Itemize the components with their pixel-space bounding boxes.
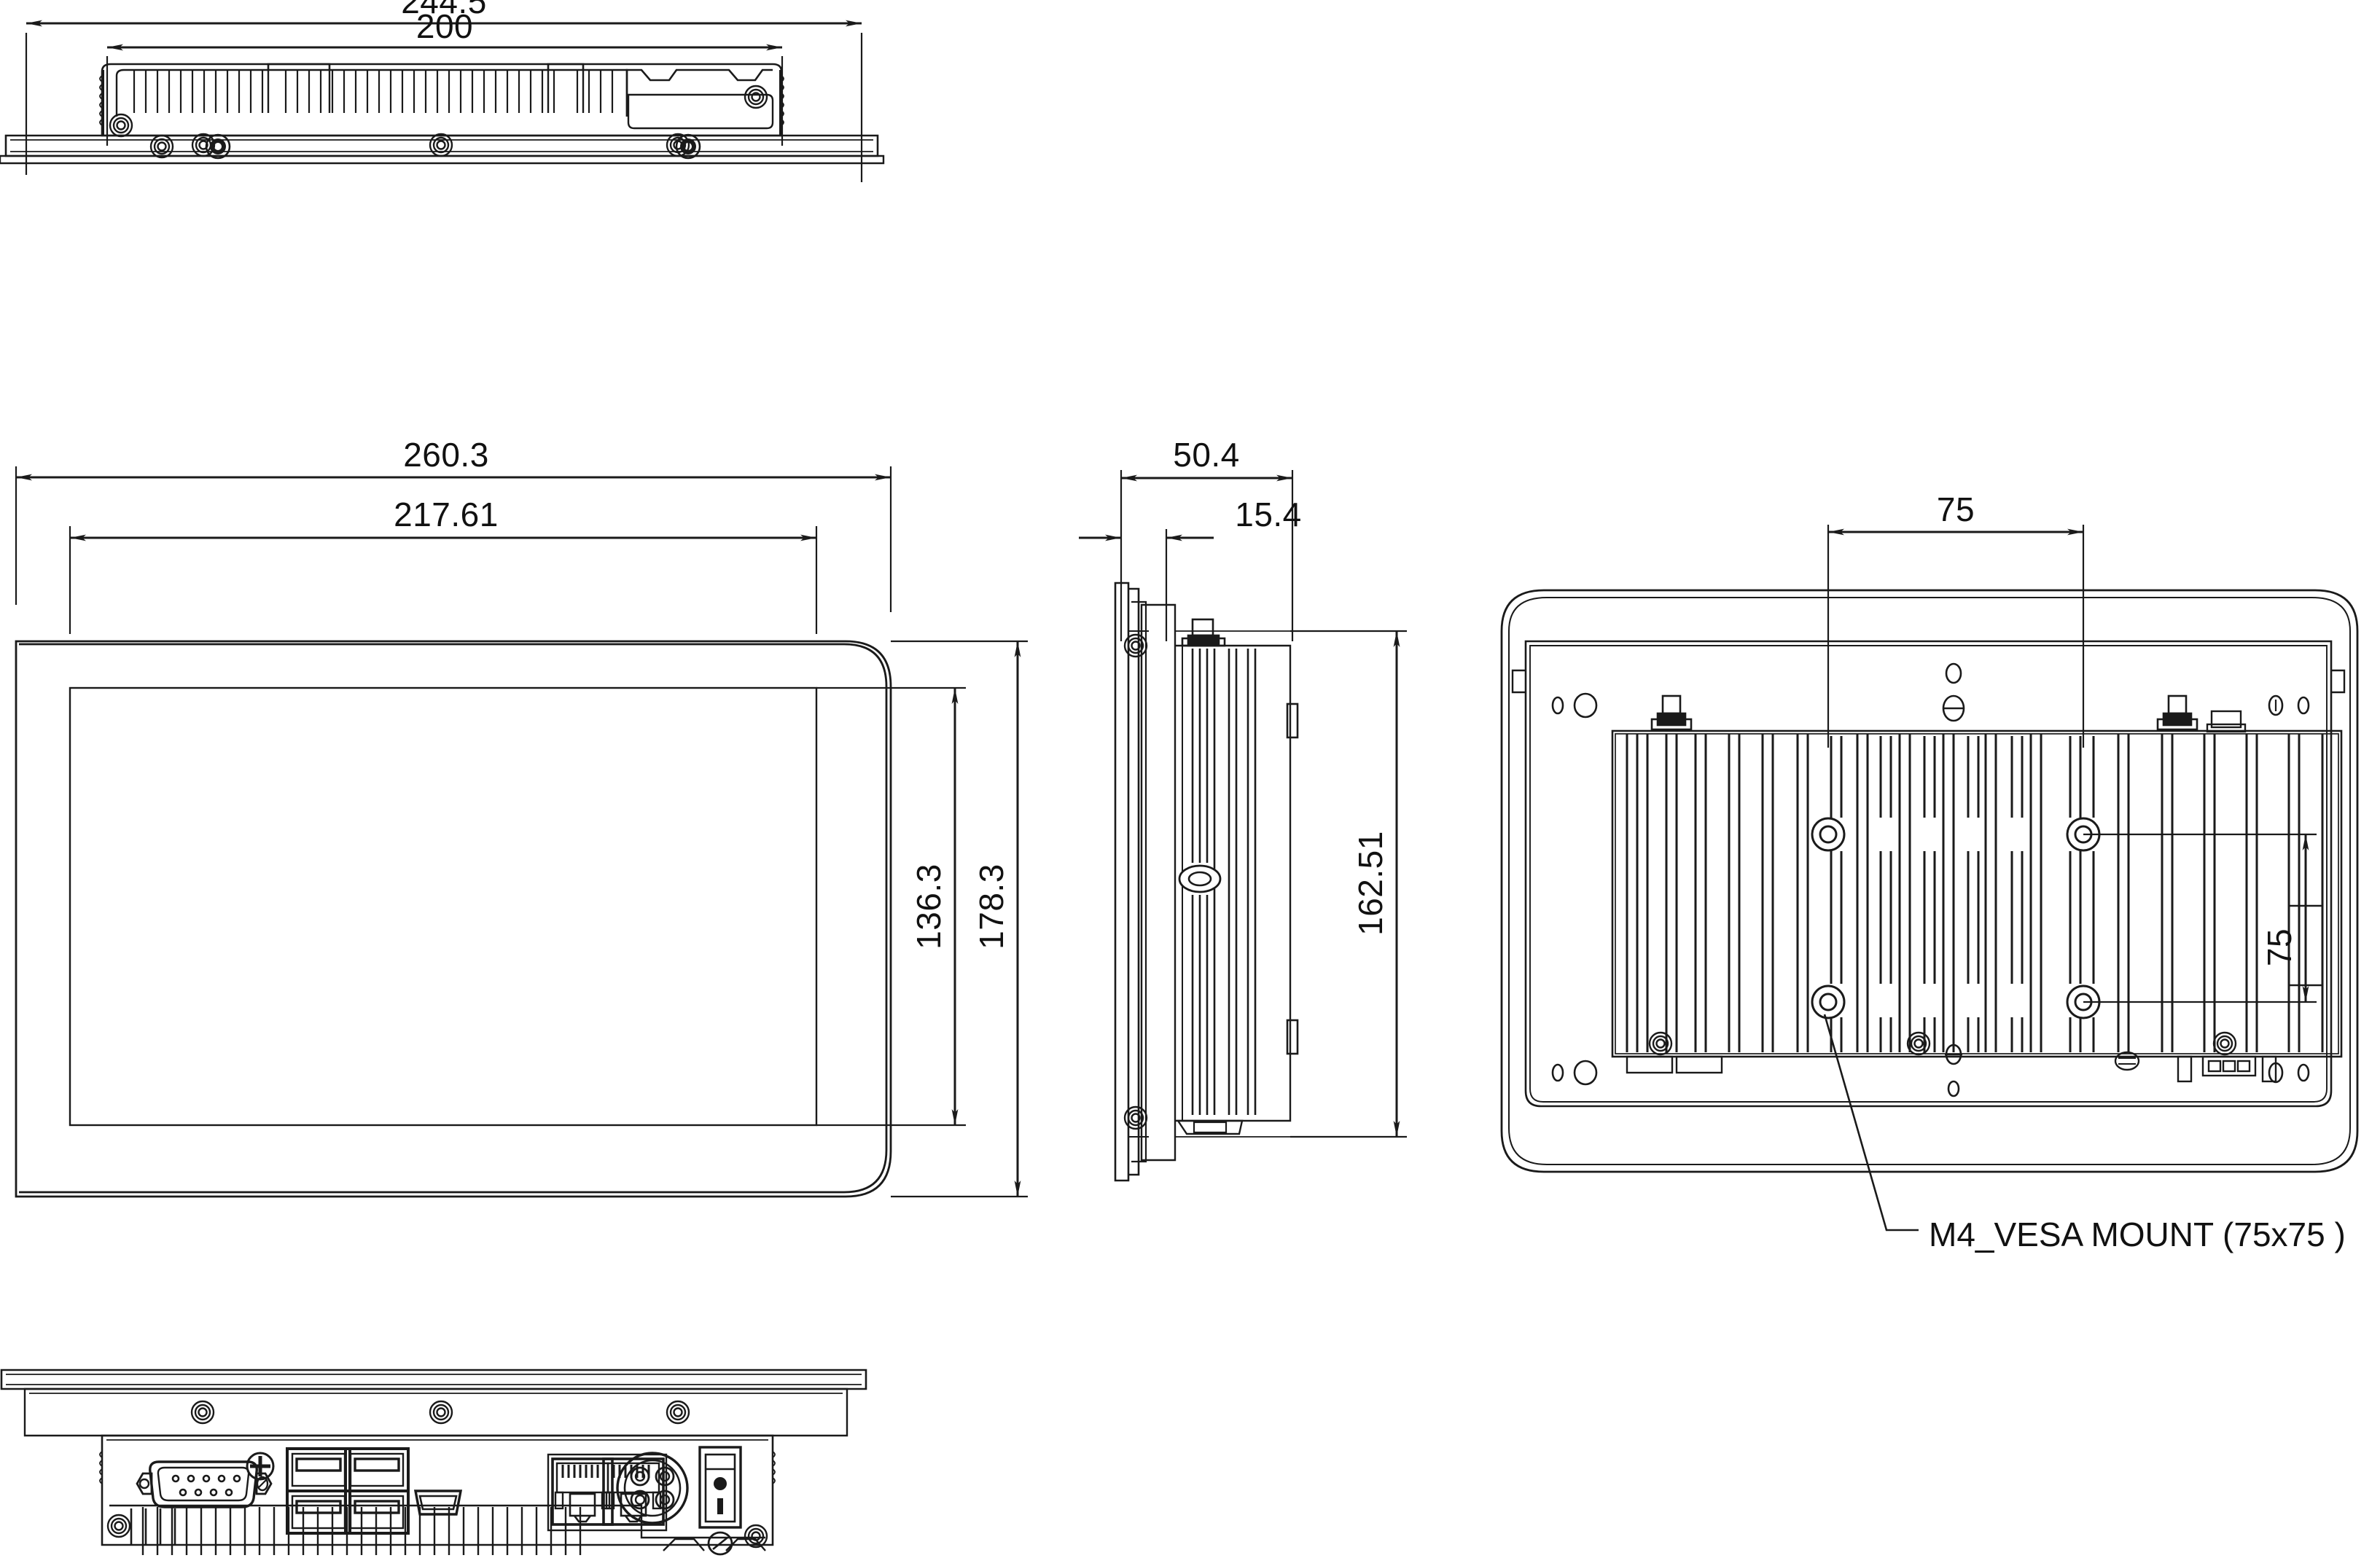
ethernet-bezel: [547, 1453, 668, 1532]
dim-label-217-61: 217.61: [394, 496, 499, 533]
rear-view-antenna-studs: [1650, 694, 2247, 733]
dim-side-overall-depth: 50.4: [1120, 436, 1294, 641]
dim-label-rear-75-h: 75: [1937, 490, 1975, 528]
vesa-mount-note: M4_VESA MOUNT (75x75 ): [1929, 1216, 2346, 1253]
dc-power-connector: [616, 1452, 689, 1524]
vga-thumbscrew: [246, 1452, 275, 1481]
power-switch-screw: [707, 1531, 733, 1556]
bottom-view-bezel: [0, 1369, 867, 1437]
side-view-boss: [1178, 864, 1222, 893]
power-switch: [698, 1446, 742, 1529]
dim-label-15-4: 15.4: [1235, 496, 1302, 533]
antenna-stud-left: [1650, 694, 1693, 731]
hdmi-port: [413, 1490, 463, 1516]
dim-rear-vesa-horizontal: 75: [1827, 490, 2085, 748]
front-view-display-area: [69, 686, 818, 1127]
dim-label-178-3: 178.3: [972, 864, 1010, 950]
dim-label-200: 200: [416, 7, 473, 45]
dim-side-overall-height: 162.51: [1290, 630, 1407, 1138]
dim-front-active-width: 217.61: [69, 496, 818, 634]
dim-label-244-5: 244.5: [401, 0, 487, 20]
side-view-top-stud: [1181, 618, 1226, 647]
antenna-stud-right: [2156, 694, 2198, 731]
dim-label-136-3: 136.3: [910, 864, 948, 950]
front-view-panel: [15, 640, 892, 1198]
view-top: 244.5 200: [0, 0, 885, 182]
dim-front-overall-width: 260.3: [15, 436, 892, 612]
dim-top-overall-width: 244.5: [25, 0, 863, 182]
rear-view-bezel: [1500, 589, 2359, 1173]
view-bottom-io: [0, 1369, 867, 1556]
vesa-note-leader: M4_VESA MOUNT (75x75 ): [1823, 1014, 2346, 1253]
dim-side-bezel-depth: 15.4: [1079, 496, 1302, 641]
dim-rear-vesa-vertical: 75: [2083, 833, 2322, 1003]
view-side: 50.4 15.4: [1079, 436, 1407, 1182]
dim-front-active-height: 136.3: [816, 686, 966, 1127]
view-front: 260.3 217.61 136.3 178.3: [15, 436, 1028, 1198]
view-rear: 75: [1500, 490, 2359, 1253]
rear-view-bottom-connectors: [1626, 1051, 2277, 1083]
side-view-body: [1114, 582, 1299, 1182]
dim-label-rear-75-v: 75: [2260, 928, 2298, 966]
dim-label-50-4: 50.4: [1173, 436, 1240, 474]
dim-front-overall-height: 178.3: [891, 640, 1028, 1198]
dim-label-260-3: 260.3: [403, 436, 489, 474]
dim-label-162-51: 162.51: [1351, 831, 1389, 936]
